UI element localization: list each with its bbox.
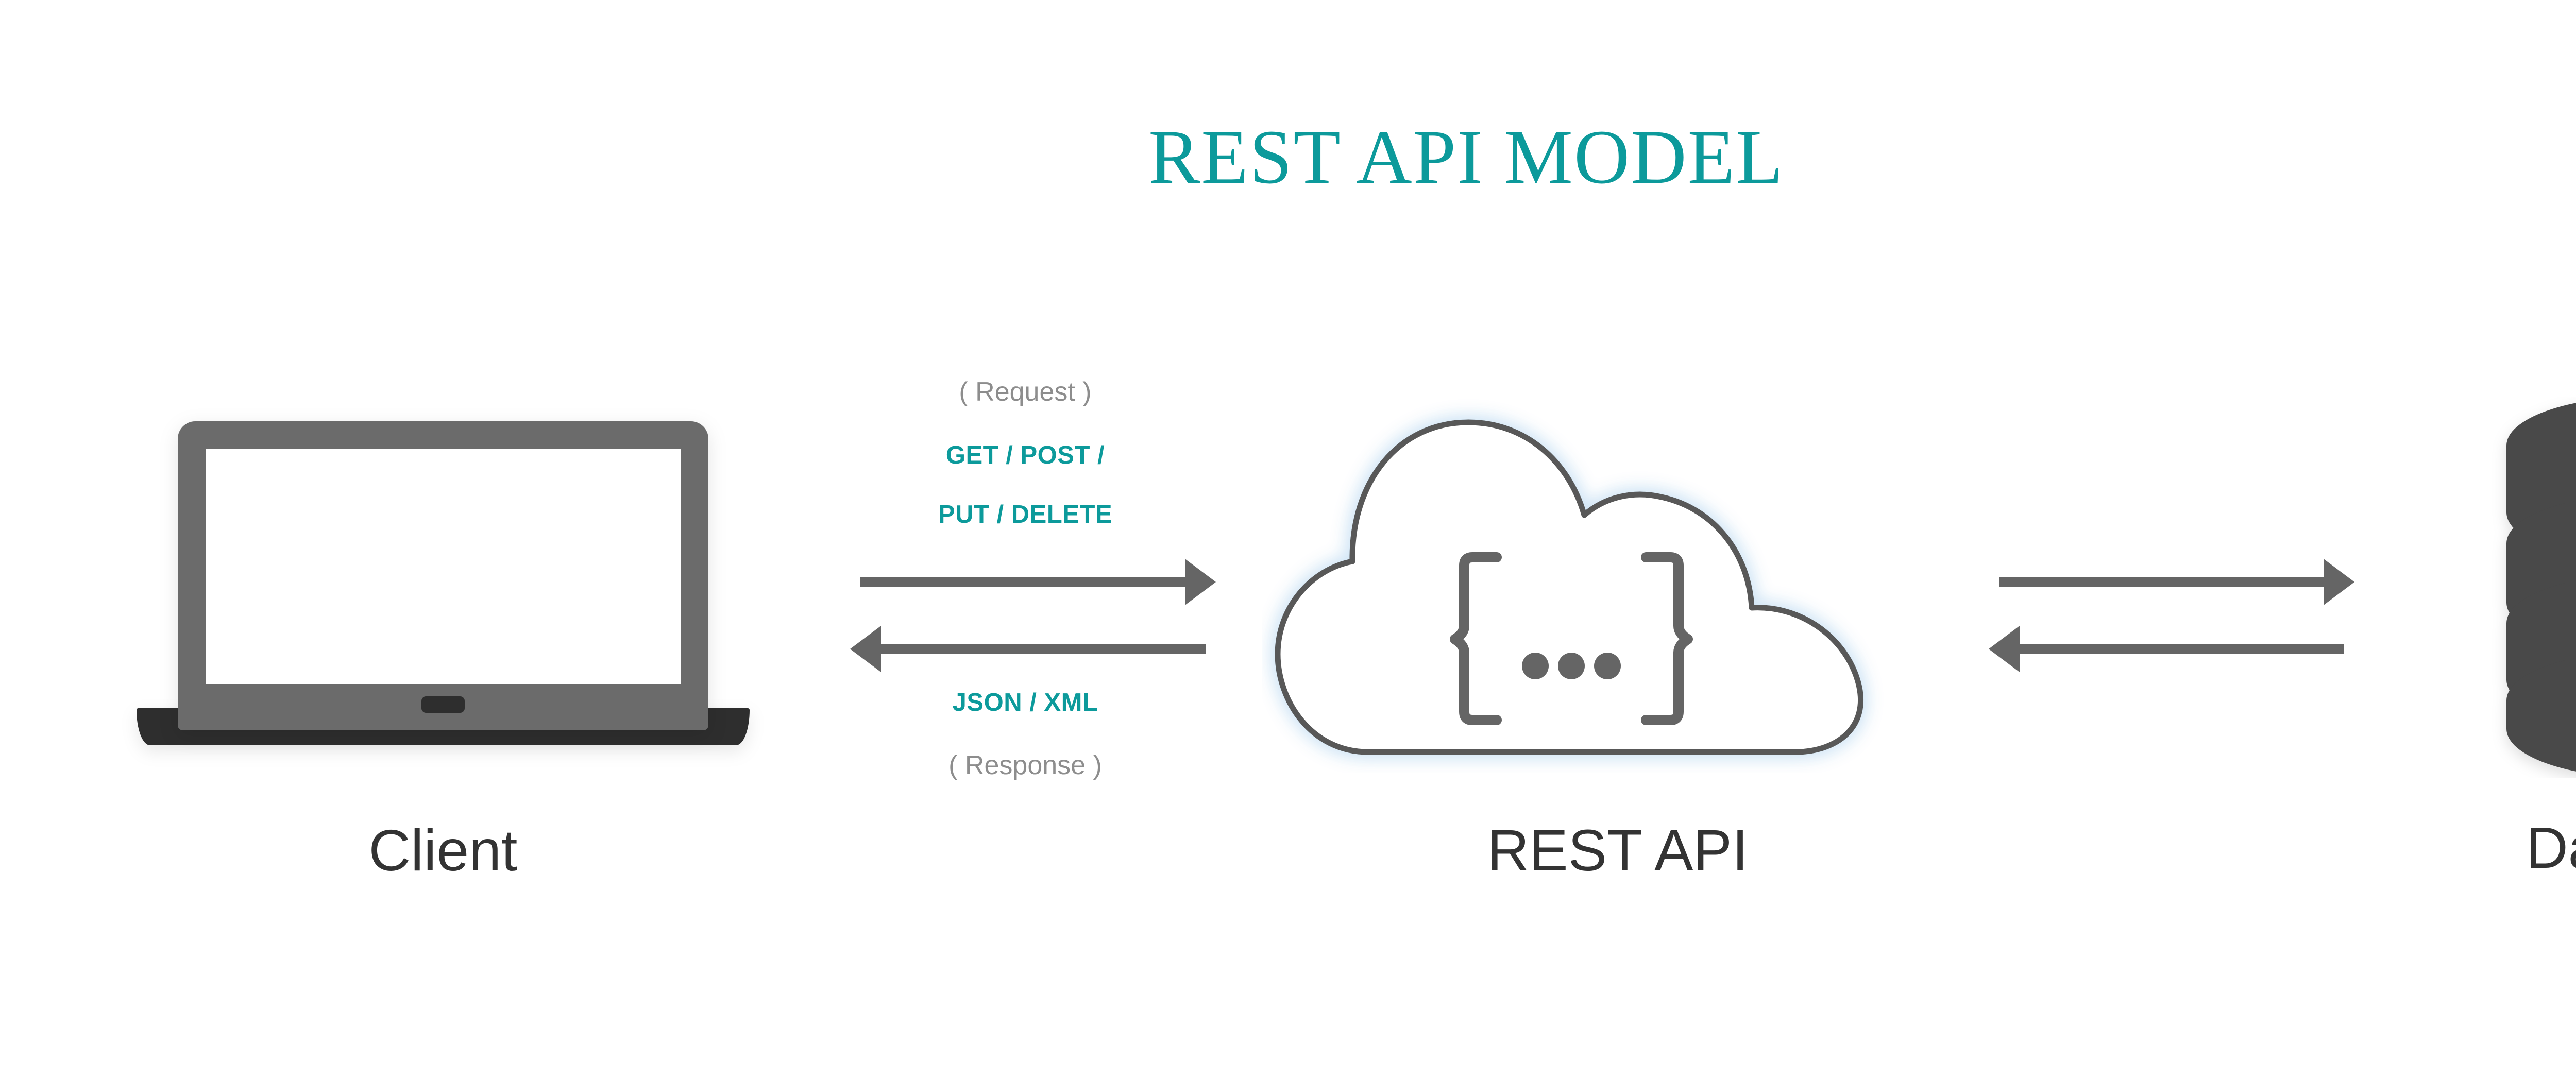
database-body bbox=[2506, 403, 2576, 772]
arrow-shaft bbox=[878, 644, 1206, 654]
client-label: Client bbox=[368, 818, 518, 883]
database-label: Database bbox=[2526, 815, 2576, 880]
laptop-notch-icon bbox=[421, 696, 465, 713]
database-cylinder-icon bbox=[2506, 403, 2576, 772]
response-caption: ( Response ) bbox=[948, 750, 1102, 780]
arrow-shaft bbox=[1999, 577, 2326, 587]
arrow-api-to-database bbox=[1999, 559, 2354, 605]
arrow-head-left-icon bbox=[850, 626, 881, 672]
database-disc-4 bbox=[2506, 658, 2576, 772]
right-brace-icon bbox=[1641, 552, 1693, 725]
api-node bbox=[1262, 391, 1973, 773]
arrow-head-left-icon bbox=[1989, 626, 2020, 672]
arrow-client-to-api bbox=[860, 559, 1216, 605]
arrow-database-to-api bbox=[1989, 626, 2344, 672]
api-label: REST API bbox=[1487, 818, 1749, 883]
laptop-icon bbox=[178, 421, 708, 730]
cloud-shape bbox=[1275, 419, 1863, 755]
response-format-label: JSON / XML bbox=[952, 689, 1098, 716]
ellipsis-dot-1-icon bbox=[1522, 653, 1549, 679]
arrow-api-to-client bbox=[850, 626, 1206, 672]
ellipsis-dot-2-icon bbox=[1558, 653, 1585, 679]
arrow-head-right-icon bbox=[1185, 559, 1216, 605]
database-node bbox=[2488, 397, 2576, 778]
request-methods-line-2: PUT / DELETE bbox=[938, 501, 1113, 528]
client-node bbox=[137, 407, 750, 767]
page-title: REST API MODEL bbox=[1148, 114, 1784, 200]
ellipsis-dot-3-icon bbox=[1594, 653, 1621, 679]
cloud-icon bbox=[1275, 419, 1863, 755]
laptop-screen bbox=[206, 449, 681, 684]
left-brace-icon bbox=[1450, 552, 1502, 725]
request-methods-line-1: GET / POST / bbox=[945, 441, 1105, 469]
request-caption: ( Request ) bbox=[959, 377, 1092, 407]
arrow-head-right-icon bbox=[2324, 559, 2354, 605]
arrow-shaft bbox=[860, 577, 1188, 587]
arrow-shaft bbox=[2017, 644, 2344, 654]
